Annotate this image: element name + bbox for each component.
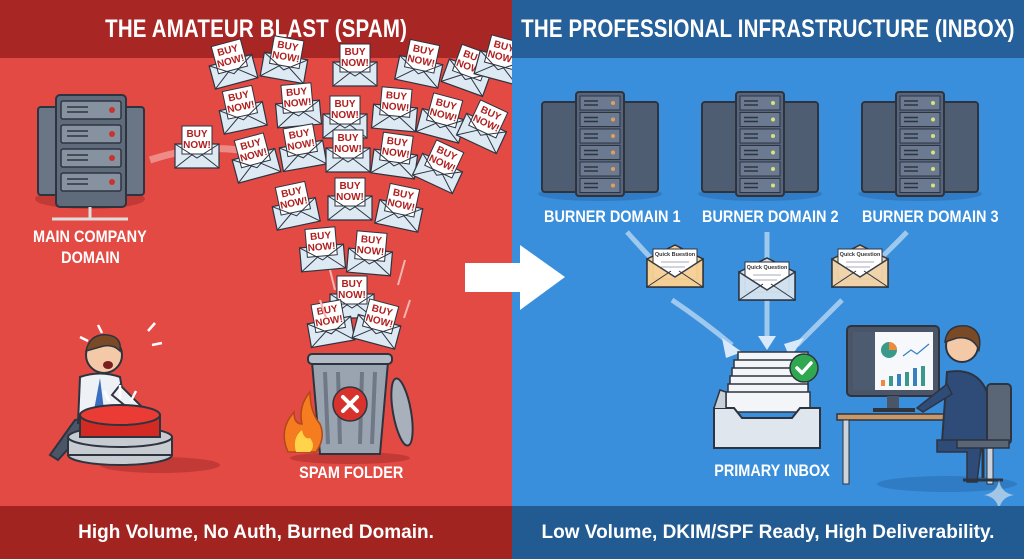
svg-text:BUY: BUY: [227, 89, 250, 104]
quick-question-envelope-icon: Quick Question: [738, 257, 796, 301]
svg-text:NOW!: NOW!: [283, 97, 312, 110]
svg-text:Quick Buestion: Quick Buestion: [655, 252, 696, 258]
fire-icon: [283, 389, 323, 453]
svg-text:NOW!: NOW!: [381, 101, 410, 114]
svg-text:NOW!: NOW!: [331, 110, 359, 121]
svg-text:BUY: BUY: [239, 137, 263, 153]
svg-text:NOW!: NOW!: [336, 192, 364, 203]
primary-inbox-label: PRIMARY INBOX: [714, 461, 830, 480]
svg-text:BUY: BUY: [344, 47, 365, 58]
burner-server-icon: [698, 91, 822, 201]
svg-text:BUY: BUY: [276, 39, 299, 54]
professional-summary-footer: Low Volume, DKIM/SPF Ready, High Deliver…: [512, 506, 1024, 559]
svg-text:BUY: BUY: [186, 129, 207, 140]
svg-text:NOW!: NOW!: [315, 314, 344, 330]
main-company-server-icon: [35, 94, 145, 221]
quick-question-envelope-icon: Quick Question: [831, 244, 889, 288]
svg-text:BUY: BUY: [337, 133, 358, 144]
spam-folder-label: SPAM FOLDER: [299, 463, 404, 482]
svg-text:Quick Question: Quick Question: [840, 252, 881, 258]
check-circle-icon: [789, 353, 819, 383]
right-arrow-icon: [465, 245, 565, 310]
svg-text:BUY: BUY: [339, 181, 360, 192]
svg-text:BUY: BUY: [288, 127, 311, 142]
professional-panel-title: THE PROFESSIONAL INFRASTRUCTURE (INBOX): [512, 0, 1024, 58]
svg-text:BUY: BUY: [280, 185, 303, 200]
burner-server-group: [538, 91, 982, 201]
svg-text:NOW!: NOW!: [338, 290, 366, 301]
spam-trash-can-icon: [283, 353, 414, 464]
amateur-panel-title: THE AMATEUR BLAST (SPAM): [0, 0, 512, 58]
burner-server-icon: [858, 91, 982, 201]
svg-text:Quick Question: Quick Question: [747, 265, 788, 271]
spam-envelope-cloud: BUYNOW!BUYNOW!BUYNOW!BUYNOW!BUYNOW!BUYNO…: [174, 34, 524, 350]
professional-infrastructure-panel: THE PROFESSIONAL INFRASTRUCTURE (INBOX) …: [512, 0, 1024, 559]
quick-question-envelope-icon: Quick Buestion: [646, 244, 704, 288]
svg-text:NOW!: NOW!: [307, 241, 336, 254]
amateur-summary-footer: High Volume, No Auth, Burned Domain.: [0, 506, 512, 559]
svg-text:NOW!: NOW!: [356, 245, 385, 258]
burner-domain-3-label: BURNER DOMAIN 3: [862, 207, 999, 226]
svg-text:BUY: BUY: [341, 279, 362, 290]
svg-text:BUY: BUY: [216, 43, 240, 59]
svg-text:BUY: BUY: [334, 99, 355, 110]
svg-text:BUY: BUY: [392, 187, 415, 202]
svg-text:BUY: BUY: [370, 303, 394, 319]
burner-server-icon: [538, 91, 662, 201]
professional-at-desk-illustration: [836, 325, 1017, 492]
svg-text:NOW!: NOW!: [334, 144, 362, 155]
svg-text:NOW!: NOW!: [287, 138, 316, 154]
svg-text:BUY: BUY: [286, 86, 308, 99]
burner-domain-2-label: BURNER DOMAIN 2: [702, 207, 839, 226]
burner-domain-1-label: BURNER DOMAIN 1: [544, 207, 681, 226]
svg-text:BUY: BUY: [412, 43, 435, 58]
svg-text:BUY: BUY: [434, 97, 458, 113]
svg-text:NOW!: NOW!: [271, 50, 300, 66]
svg-text:BUY: BUY: [310, 230, 332, 243]
svg-text:BUY: BUY: [492, 39, 516, 55]
svg-text:BUY: BUY: [385, 90, 407, 103]
svg-text:NOW!: NOW!: [183, 140, 211, 151]
primary-inbox-tray-icon: [713, 351, 821, 449]
svg-text:BUY: BUY: [360, 234, 382, 247]
svg-text:NOW!: NOW!: [381, 146, 410, 161]
sparkle-icon: [984, 480, 1014, 510]
svg-text:BUY: BUY: [386, 136, 409, 150]
panicking-man-illustration: [48, 322, 220, 473]
svg-text:NOW!: NOW!: [341, 58, 369, 69]
